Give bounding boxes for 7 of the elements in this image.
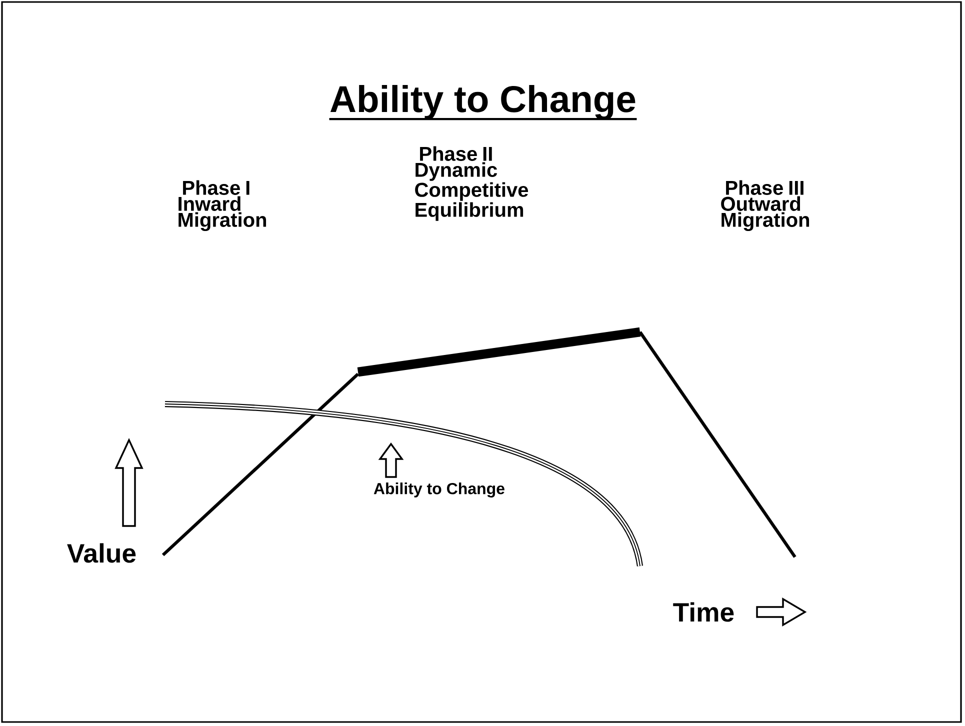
phase-label: Phase I Inward Migration [178, 180, 266, 231]
title: Ability to Change [329, 84, 637, 120]
axis-label: Time [673, 602, 734, 622]
phase-label: Phase II Dynamic Competitive Equilibrium [415, 146, 528, 221]
phase-label: Phase III Outward Migration [721, 180, 810, 231]
curve-label: Ability to Change [374, 482, 504, 498]
axis-label: Value [67, 543, 136, 563]
